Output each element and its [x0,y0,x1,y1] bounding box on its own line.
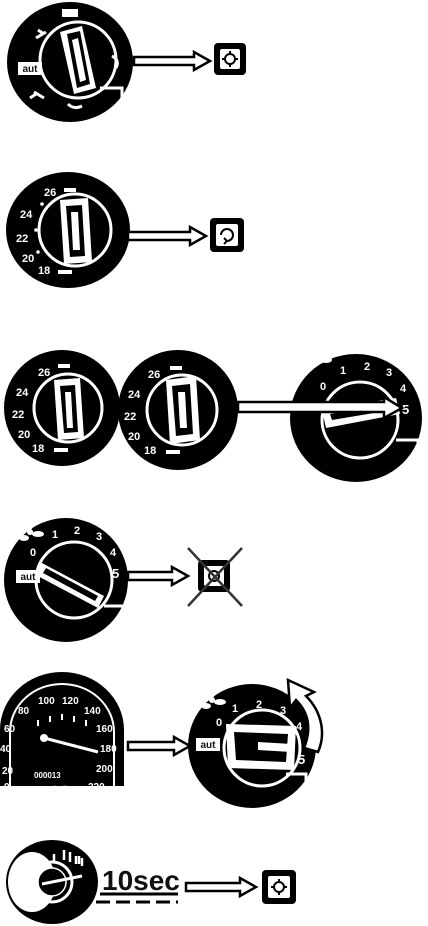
temp-label-26: 26 [148,369,160,381]
speedo-label-160: 160 [96,724,113,735]
mode-selector-knob: aut [7,2,133,122]
arrow-6 [186,878,256,896]
odometer: 000013 [34,771,61,780]
speedo-label-40: 40 [0,744,12,755]
speedo-label-0: 0 [4,782,10,793]
temp-label-22: 22 [12,409,24,421]
temperature-knob-left: 26 24 22 20 18 [4,350,120,466]
arrow-1 [134,52,210,70]
temp-label-18: 18 [144,445,156,457]
fan-label-1: 1 [52,529,58,541]
recirculation-button-icon [210,218,244,252]
fan-button-icon [214,43,246,75]
arrow-2 [128,227,206,245]
temp-label-18: 18 [38,265,50,277]
speed-unit: km/h [54,786,68,792]
temp-label-24: 24 [16,387,29,399]
step-1: aut [7,2,246,122]
speedo-label-20: 20 [2,766,14,777]
temp-label-24: 24 [128,389,141,401]
fan-label-3: 3 [96,531,102,543]
fan-label-4: 4 [110,547,117,559]
speedo-label-140: 140 [84,706,101,717]
fan-label-5: 5 [402,402,409,417]
speedo-label-100: 100 [38,696,55,707]
step-2: 26 24 22 20 18 [6,172,244,288]
temperature-knob-right: 26 24 22 20 18 [118,350,238,470]
fan-label-3: 3 [386,367,392,379]
fan-label-3: 3 [280,705,286,717]
fan-label-2: 2 [364,361,370,373]
aut-label: aut [21,572,37,583]
fan-button-icon-final [262,870,296,904]
fan-label-4: 4 [296,721,303,733]
ignition-switch [6,840,98,924]
fan-label-5: 5 [298,752,305,767]
speedometer: 0 20 40 60 80 100 120 140 160 180 200 22… [0,672,124,793]
speedo-label-120: 120 [62,696,79,707]
ten-second-timer: 10sec [96,865,180,902]
speedo-label-200: 200 [96,764,113,775]
fan-label-4: 4 [400,383,407,395]
arrow-4 [128,567,188,585]
speedo-label-80: 80 [18,706,30,717]
step-6: 10sec [6,840,296,924]
fan-label-0: 0 [216,717,222,729]
fan-label-1: 1 [232,703,238,715]
speedo-label-60: 60 [4,724,16,735]
fan-label-2: 2 [74,525,80,537]
aut-label: aut [201,740,217,751]
step-4: aut 0 1 2 3 4 5 [4,518,242,642]
fan-auto-knob: aut 0 1 2 3 4 5 [4,518,128,642]
temp-label-18: 18 [32,443,44,455]
aut-label: aut [23,64,39,75]
temp-label-20: 20 [22,253,34,265]
temp-label-22: 22 [124,411,136,423]
arrow-5 [128,737,190,755]
fan-label-0: 0 [320,381,326,393]
speedo-label-220: 220 [88,782,105,793]
temp-label-20: 20 [128,431,140,443]
fan-label-2: 2 [256,699,262,711]
fan-label-0: 0 [30,547,36,559]
temp-label-26: 26 [38,367,50,379]
temperature-knob: 26 24 22 20 18 [6,172,130,288]
timer-text: 10sec [102,865,180,896]
temp-label-22: 22 [16,233,28,245]
disabled-button-icon [188,548,242,606]
temp-label-26: 26 [44,187,56,199]
temp-label-20: 20 [18,429,30,441]
step-5: 0 20 40 60 80 100 120 140 160 180 200 22… [0,672,322,808]
fan-label-5: 5 [112,566,119,581]
fan-label-1: 1 [340,365,346,377]
speedo-label-180: 180 [100,744,117,755]
temp-label-24: 24 [20,209,33,221]
step-3: 26 24 22 20 18 26 24 22 20 18 [4,344,422,482]
